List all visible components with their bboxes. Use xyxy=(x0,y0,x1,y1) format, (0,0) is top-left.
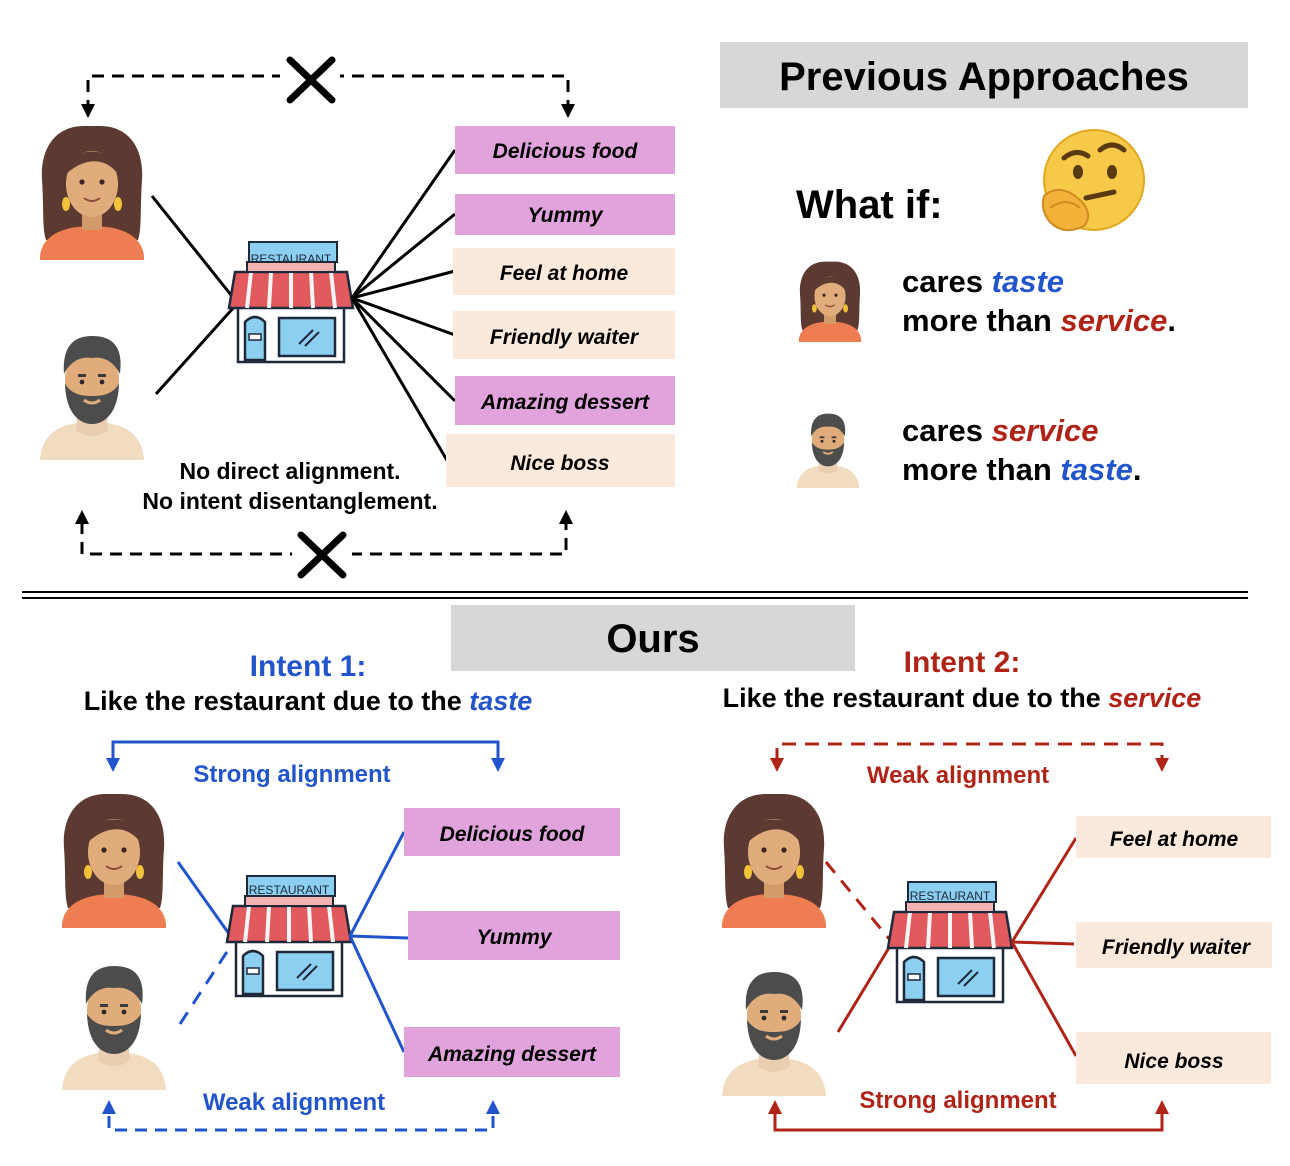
attribute-label: Nice boss xyxy=(1124,1050,1223,1073)
cross-icon xyxy=(286,56,336,104)
what-if-label: What if: xyxy=(796,183,943,227)
man-avatar xyxy=(60,964,168,1092)
woman-preference-line-2: more than service. xyxy=(902,303,1176,338)
intent-1-description: Like the restaurant due to the taste xyxy=(84,686,533,716)
attribute-box xyxy=(404,1027,620,1077)
note-line-2: No intent disentanglement. xyxy=(142,488,437,514)
attribute-box xyxy=(453,248,675,295)
intent-2-description: Like the restaurant due to the service xyxy=(723,683,1202,713)
attribute-label: Yummy xyxy=(527,204,603,227)
attribute-box xyxy=(446,434,675,487)
man-avatar xyxy=(720,970,828,1098)
strong-alignment-label: Strong alignment xyxy=(859,1087,1056,1114)
attribute-box xyxy=(455,376,675,425)
attribute-label: Nice boss xyxy=(510,452,609,475)
man-preference-line-1: cares service xyxy=(902,413,1099,448)
weak-alignment-label: Weak alignment xyxy=(203,1089,385,1116)
intent-1: Intent 1: Like the restaurant due to the… xyxy=(60,650,620,1132)
attribute-list: Delicious food Yummy Feel at home Friend… xyxy=(446,126,675,487)
strong-link xyxy=(111,740,500,762)
cross-icon xyxy=(297,531,347,579)
attribute-label: Feel at home xyxy=(500,262,629,285)
strong-alignment-label: Strong alignment xyxy=(193,761,390,788)
note-line-1: No direct alignment. xyxy=(179,458,400,484)
attribute-box xyxy=(408,911,620,960)
ours-header: Ours xyxy=(606,617,699,661)
attribute-box xyxy=(404,808,620,856)
attribute-box xyxy=(455,194,675,235)
weak-link xyxy=(107,1116,495,1132)
man-avatar-small xyxy=(795,412,861,489)
previous-approaches-panel: Previous Approaches RESTAURANT xyxy=(38,42,1248,579)
woman-avatar-small xyxy=(798,261,862,343)
man-preference-line-2: more than taste. xyxy=(902,452,1141,487)
attribute-box xyxy=(1076,816,1271,858)
attribute-box xyxy=(453,311,675,359)
woman-avatar xyxy=(721,793,827,929)
thinking-face-icon xyxy=(1041,129,1145,232)
woman-preference-line-1: cares taste xyxy=(902,264,1064,299)
restaurant-sign: RESTAURANT xyxy=(251,252,332,266)
attribute-label: Feel at home xyxy=(1110,828,1239,851)
man-avatar xyxy=(38,334,146,462)
restaurant-sign: RESTAURANT xyxy=(249,883,330,897)
attribute-box xyxy=(1076,1032,1271,1084)
woman-avatar xyxy=(61,793,167,929)
attribute-label: Amazing dessert xyxy=(480,391,650,414)
attribute-label: Friendly waiter xyxy=(490,326,640,349)
restaurant-sign: RESTAURANT xyxy=(910,889,991,903)
attribute-box xyxy=(455,126,675,174)
attribute-label: Yummy xyxy=(476,926,552,949)
intent-2: Intent 2: Like the restaurant due to the… xyxy=(720,646,1272,1132)
woman-avatar xyxy=(39,125,145,261)
header-box xyxy=(720,42,1248,108)
ours-panel: Ours Intent 1: Like the restaurant due t… xyxy=(60,605,1272,1132)
weak-alignment-label: Weak alignment xyxy=(867,762,1049,789)
attribute-box xyxy=(1076,922,1272,968)
bottom-dashed-link xyxy=(80,522,568,556)
intent-2-title: Intent 2: xyxy=(904,646,1021,679)
header-box xyxy=(451,605,855,671)
intent-1-title: Intent 1: xyxy=(250,650,367,683)
weak-link xyxy=(775,742,1164,762)
attribute-label: Friendly waiter xyxy=(1102,936,1252,959)
strong-link xyxy=(773,1114,1164,1132)
previous-approaches-header: Previous Approaches xyxy=(779,55,1189,99)
attribute-label: Delicious food xyxy=(493,140,639,163)
attribute-label: Amazing dessert xyxy=(427,1043,597,1066)
attribute-label: Delicious food xyxy=(440,823,586,846)
